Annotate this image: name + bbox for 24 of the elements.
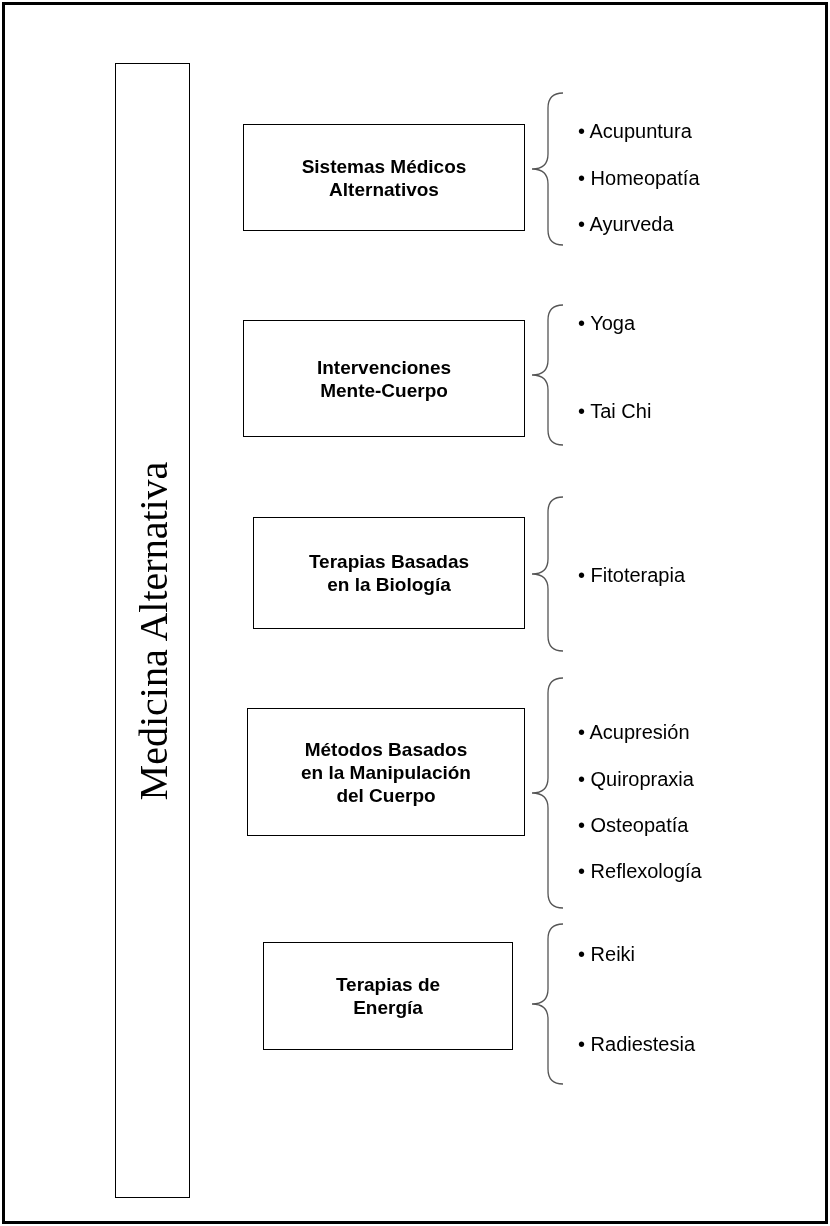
category-label: Terapias de Energía	[334, 973, 442, 1019]
list-item: • Reiki	[578, 942, 635, 966]
list-item: • Fitoterapia	[578, 563, 686, 587]
list-item: • Acupuntura	[578, 119, 692, 143]
category-box	[243, 320, 525, 437]
list-item: • Ayurveda	[578, 212, 674, 236]
category-box	[243, 124, 525, 231]
list-item: • Radiestesia	[578, 1032, 696, 1056]
list-item: • Tai Chi	[578, 399, 652, 423]
list-item: • Quiropraxia	[578, 767, 694, 791]
category-box	[263, 942, 513, 1050]
category-label: Terapias Basadas en la Biología	[307, 550, 471, 596]
category-box	[247, 708, 525, 836]
list-item: • Reflexología	[578, 859, 702, 883]
category-box	[115, 63, 190, 1198]
category-box	[253, 517, 525, 629]
list-item: • Homeopatía	[578, 166, 700, 190]
list-item: • Acupresión	[578, 720, 690, 744]
list-item: • Osteopatía	[578, 813, 689, 837]
list-item: • Yoga	[578, 311, 636, 335]
category-label: Intervenciones Mente-Cuerpo	[315, 355, 453, 402]
main-title: Medicina Alternativa	[129, 461, 176, 800]
category-label: Métodos Basados en la Manipulación del Cuerpo	[300, 737, 472, 807]
category-label: Sistemas Médicos Alternativos	[300, 154, 468, 201]
